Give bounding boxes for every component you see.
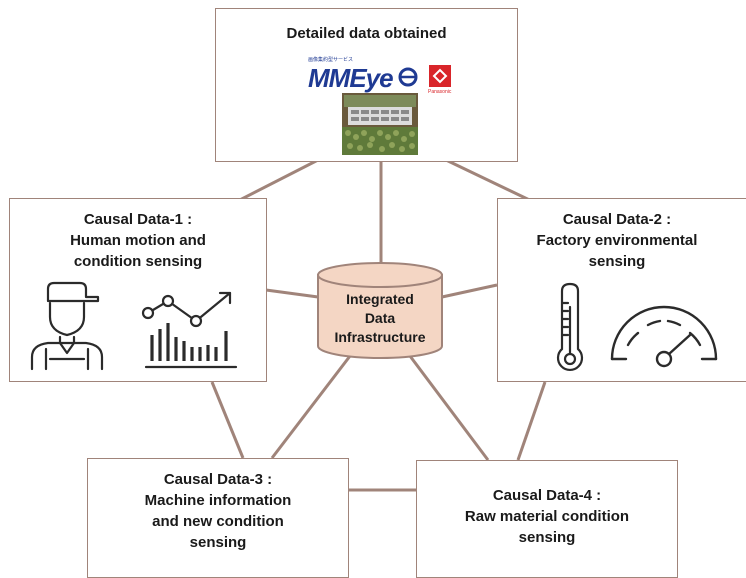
connector-layer: [210, 158, 547, 492]
connector-top-left: [229, 158, 319, 207]
title-line: condition sensing: [73, 253, 203, 270]
causal-box-2-title: Causal Data-2 : Factory environmental se…: [498, 209, 736, 272]
diagram-canvas: Integrated Data Infrastructure Detailed …: [9, 8, 746, 578]
connector-left-bottomleft: [210, 381, 245, 459]
causal-box-3: Causal Data-3 : Machine information and …: [87, 458, 349, 578]
cylinder-label: Integrated Data Infrastructure: [318, 290, 442, 347]
connector-right-bottomright: [516, 381, 547, 461]
connector-center-bottomleft: [270, 355, 352, 459]
causal-box-1-title: Causal Data-1 : Human motion and conditi…: [10, 209, 266, 272]
title-line: Causal Data-3 :: [163, 471, 273, 488]
sorting-photo: [342, 93, 418, 155]
top-box-title: Detailed data obtained: [286, 25, 447, 42]
title-line: Raw material condition: [464, 508, 630, 525]
gauge-icon: [610, 305, 718, 368]
title-line: Causal Data-4 :: [492, 487, 602, 504]
mmeye-logo: MMEye: [308, 63, 394, 93]
cylinder-line: Infrastructure: [334, 329, 426, 345]
title-line: sensing: [588, 253, 646, 270]
connector-top-right: [445, 158, 541, 207]
badge-caption: Panasonic: [428, 89, 452, 95]
causal-box-4-title: Causal Data-4 : Raw material condition s…: [417, 485, 677, 548]
title-line: Causal Data-1 :: [83, 211, 193, 228]
title-line: sensing: [189, 534, 247, 551]
title-line: Machine information: [144, 492, 292, 509]
data-cylinder: [317, 262, 443, 359]
cylinder-line: Data: [364, 310, 396, 326]
title-line: Causal Data-2 :: [562, 211, 672, 228]
title-line: Factory environmental: [536, 232, 698, 249]
connector-center-bottomright: [408, 355, 490, 461]
cylinder-line: Integrated: [346, 291, 414, 307]
causal-box-4: Causal Data-4 : Raw material condition s…: [416, 460, 678, 578]
connector-center-right: [441, 283, 498, 299]
worker-icon: [30, 281, 104, 371]
mmeye-caption: 画像集約型サービス: [308, 57, 354, 63]
causal-box-3-title: Causal Data-3 : Machine information and …: [88, 469, 348, 553]
thermometer-icon: [556, 282, 584, 371]
top-box: Detailed data obtained MMEye Panasonic 画…: [215, 8, 518, 162]
title-line: and new condition: [152, 513, 284, 530]
causal-box-2: Causal Data-2 : Factory environmental se…: [497, 198, 746, 382]
causal-box-1: Causal Data-1 : Human motion and conditi…: [9, 198, 267, 382]
title-line: Human motion and: [70, 232, 206, 249]
title-line: sensing: [518, 529, 576, 546]
panasonic-badge-icon: [429, 65, 451, 87]
connector-center-left: [265, 288, 319, 299]
trend-chart-icon: [141, 291, 238, 369]
mmeye-e-icon: [398, 67, 418, 87]
